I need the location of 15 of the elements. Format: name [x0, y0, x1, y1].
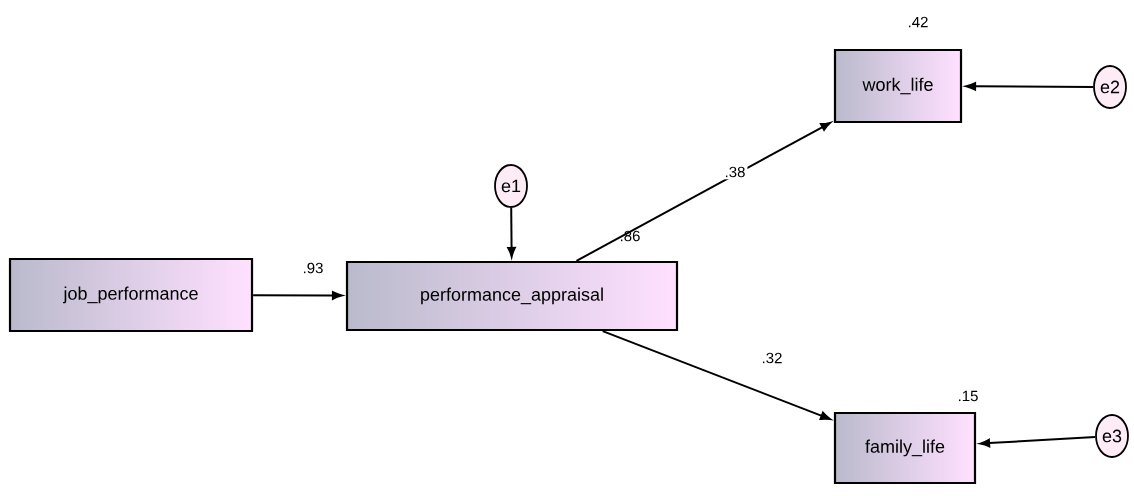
edge-label: .93 [303, 262, 323, 274]
arrow [601, 330, 831, 420]
edge-label: .38 [725, 166, 745, 178]
arrow [507, 206, 516, 258]
coefficient-label: .15 [958, 390, 978, 402]
variable-box: work_life [833, 48, 963, 124]
variable-box: job_performance [8, 257, 254, 333]
edge-label: .32 [762, 352, 782, 364]
coefficient-label: .42 [908, 16, 928, 28]
variable-box: family_life [833, 411, 977, 485]
arrow [575, 121, 832, 262]
variable-box: performance_appraisal [345, 260, 679, 332]
coefficient-label: .86 [620, 230, 640, 242]
arrow [979, 435, 1097, 448]
arrow [965, 82, 1095, 91]
